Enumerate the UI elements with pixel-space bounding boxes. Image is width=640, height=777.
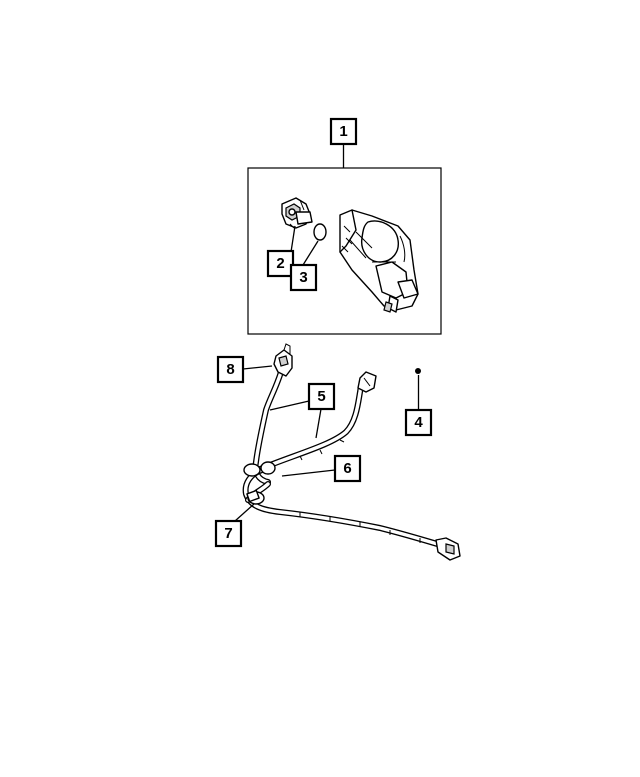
callout-1-label: 1 [339, 123, 347, 140]
leader-6 [281, 469, 336, 477]
callout-8[interactable]: 8 [216, 355, 245, 384]
leader-7 [234, 503, 255, 522]
callout-1[interactable]: 1 [329, 117, 358, 146]
part-2-valve [281, 197, 313, 229]
callout-3-label: 3 [299, 269, 307, 286]
callout-8-label: 8 [226, 361, 234, 378]
callout-5-label: 5 [317, 388, 325, 405]
callout-4[interactable]: 4 [404, 408, 433, 437]
leader-2 [290, 225, 296, 253]
part-8-connector [273, 343, 293, 377]
part-4-ball [415, 368, 421, 374]
assembly-frame [247, 167, 442, 335]
part-3-o-ring [313, 223, 327, 241]
callout-7[interactable]: 7 [214, 519, 243, 548]
callout-2[interactable]: 2 [266, 249, 295, 278]
callout-6-label: 6 [343, 460, 351, 477]
hose-assembly [242, 369, 461, 561]
callout-4-label: 4 [414, 414, 423, 431]
leader-8 [242, 365, 273, 370]
callout-5[interactable]: 5 [307, 382, 336, 411]
callout-7-label: 7 [224, 525, 232, 542]
callout-6[interactable]: 6 [333, 454, 362, 483]
leader-5a [269, 400, 310, 411]
leader-3 [302, 240, 319, 266]
vapor-canister-part [339, 209, 419, 313]
callout-3[interactable]: 3 [289, 263, 318, 292]
leader-5b [315, 408, 322, 439]
callout-2-label: 2 [276, 255, 284, 272]
